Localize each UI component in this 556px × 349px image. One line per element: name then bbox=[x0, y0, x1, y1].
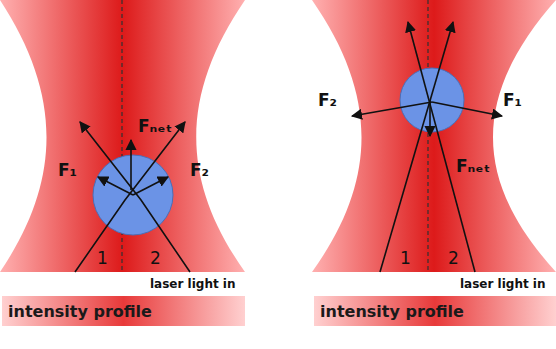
caption-text: laser light in bbox=[150, 278, 236, 290]
ray-number: 1 bbox=[400, 250, 411, 267]
laser-beam bbox=[312, 0, 556, 272]
force-label: F₁ bbox=[503, 92, 522, 109]
bead bbox=[400, 68, 464, 132]
force-label: Fₙₑₜ bbox=[456, 158, 490, 175]
band-label: intensity profile bbox=[2, 302, 152, 321]
caption-text: laser light in bbox=[460, 278, 546, 290]
ray-2 bbox=[408, 22, 475, 272]
net-force-arrow bbox=[429, 100, 431, 136]
force-label: F₁ bbox=[58, 162, 77, 179]
net-force-arrow bbox=[130, 140, 132, 190]
force-arrow bbox=[432, 102, 502, 116]
bead bbox=[93, 155, 173, 235]
force-label: Fₙₑₜ bbox=[138, 118, 172, 135]
beam-axis bbox=[427, 0, 428, 272]
band-label: intensity profile bbox=[314, 302, 464, 321]
ray-number: 1 bbox=[97, 250, 108, 267]
ray-number: 2 bbox=[150, 250, 161, 267]
force-arrow bbox=[133, 177, 168, 195]
force-arrow bbox=[352, 102, 432, 116]
ray-1 bbox=[75, 122, 185, 272]
ray-2 bbox=[80, 122, 190, 272]
laser-beam bbox=[0, 0, 245, 272]
intensity-band: intensity profile bbox=[314, 296, 556, 326]
force-label: F₂ bbox=[190, 162, 209, 179]
force-label: F₂ bbox=[318, 92, 337, 109]
ray-number: 2 bbox=[448, 250, 459, 267]
intensity-band: intensity profile bbox=[2, 296, 245, 326]
force-arrow bbox=[98, 177, 133, 195]
